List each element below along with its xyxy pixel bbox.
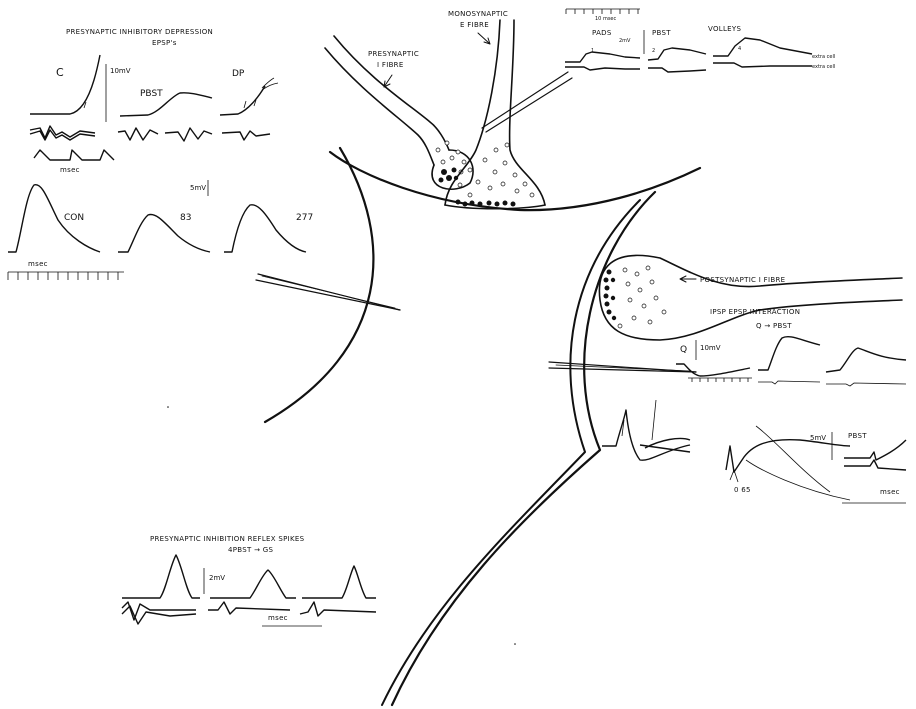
svg-text:4: 4	[738, 46, 741, 52]
two-mv-reflex-label: 2mV	[209, 574, 225, 582]
five-mv-right-label: 5mV	[810, 434, 826, 442]
postsynaptic-i-fibre	[599, 255, 902, 340]
i-fibre-label: I FIBRE	[377, 61, 404, 69]
pbst-top-label: PBST	[140, 89, 163, 99]
epsp-traces-top	[30, 55, 278, 116]
epsp-lower-traces-top	[30, 126, 270, 160]
ipsp-epsp-label: IPSP EPSP INTERACTION	[710, 308, 800, 316]
con-label: CON	[64, 213, 84, 223]
volley-traces	[565, 38, 812, 72]
msec-reflex-label: msec	[268, 614, 288, 622]
q-label: Q	[680, 345, 687, 355]
o65-label: 0 65	[734, 486, 751, 494]
five-mv-left-label: 5mV	[190, 184, 206, 192]
reflex-subtitle: 4PBST → GS	[228, 546, 274, 554]
i-fibre-arrow	[384, 75, 392, 87]
epsp-con-traces	[8, 185, 306, 252]
msec-left-label: msec	[60, 166, 80, 174]
volleys-label: VOLLEYS	[708, 25, 741, 33]
electrode-top	[482, 72, 572, 132]
i-fibre-vesicles	[436, 141, 466, 174]
interaction-traces-lower	[602, 400, 850, 500]
stray-dot	[514, 643, 516, 645]
monosynaptic-e-fibre	[445, 20, 545, 209]
pbst-right-traces	[844, 440, 906, 470]
extra-cell-bottom: extra cell	[812, 64, 835, 70]
presynaptic-i-fibre	[325, 36, 473, 189]
q-to-pbst-label: Q → PBST	[756, 322, 792, 330]
e-fibre-arrow	[478, 33, 490, 44]
msec-left2-label: msec	[28, 260, 48, 268]
reflex-spike-traces	[122, 555, 376, 624]
electrode-left	[256, 274, 400, 310]
n83-label: 83	[180, 213, 191, 223]
time-scale-left	[8, 272, 124, 280]
msec-right-label: msec	[880, 488, 900, 496]
e-fibre-release-sites	[456, 200, 516, 207]
postsyn-arrow	[680, 276, 696, 282]
presynaptic-label: PRESYNAPTIC	[368, 50, 419, 58]
c-label: C	[56, 66, 64, 79]
postsyn-i-fibre-label: POSTSYNAPTIC I FIBRE	[700, 276, 785, 284]
ten-mv-right-label: 10mV	[700, 344, 721, 352]
cell-body-outline	[265, 148, 700, 705]
postsyn-vesicles	[618, 266, 666, 328]
svg-text:1: 1	[591, 48, 594, 54]
n277-label: 277	[296, 213, 313, 223]
monosynaptic-label: MONOSYNAPTIC	[448, 10, 508, 18]
extra-cell-top: extra cell	[812, 54, 835, 60]
presyn-depression-subtitle: EPSP's	[152, 39, 177, 47]
svg-text:2: 2	[652, 48, 655, 54]
ten-mv-left-label: 10mV	[110, 67, 131, 75]
e-fibre-label: E FIBRE	[460, 21, 489, 29]
pbst-right-label: PBST	[848, 432, 867, 440]
time-scale-10msec	[566, 9, 640, 14]
postsyn-release-sites	[604, 270, 617, 321]
presyn-depression-title: PRESYNAPTIC INHIBITORY DEPRESSION	[66, 28, 213, 36]
reflex-title: PRESYNAPTIC INHIBITION REFLEX SPIKES	[150, 535, 305, 543]
two-mv-label: 2mV	[619, 38, 631, 44]
ten-msec-label: 10 msec	[595, 16, 617, 22]
pbst-volley-label: PBST	[652, 29, 671, 37]
stray-dot	[167, 406, 169, 408]
dp-label: DP	[232, 69, 245, 79]
pads-label: PADS	[592, 29, 612, 37]
